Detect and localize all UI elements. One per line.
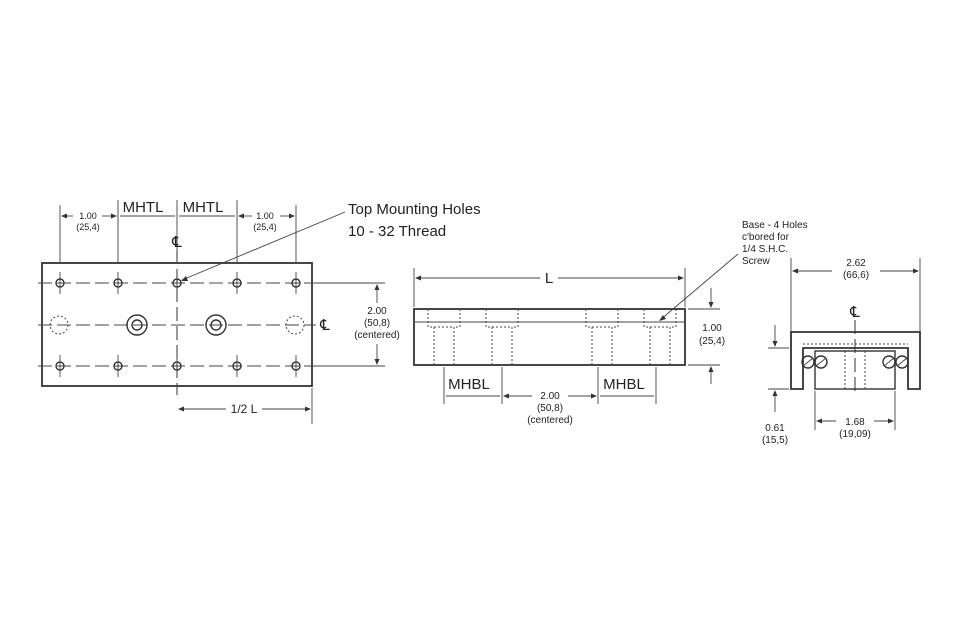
top-holes-callout-line1: Top Mounting Holes [348, 201, 481, 218]
mhbl-label-2: MHBL [603, 376, 645, 393]
side-view-outline [413, 308, 686, 366]
height-dim-mm: (50,8) [364, 318, 390, 329]
base-holes-callout-line1: Base - 4 Holes [742, 220, 808, 231]
top-holes-callout: Top Mounting Holes 10 - 32 Thread [181, 201, 481, 281]
base-holes-callout-line2: c'bored for [742, 232, 790, 243]
end-height-mm: (15,5) [762, 435, 788, 446]
base-holes-callout-line4: Screw [742, 256, 771, 267]
mhtl-label-1: MHTL [123, 199, 164, 216]
base-holes-callout: Base - 4 Holes c'bored for 1/4 S.H.C. Sc… [659, 220, 808, 321]
dim-right-value: 1.00 [256, 211, 274, 221]
counterbored-holes [49, 314, 305, 336]
side-height-mm: (25,4) [699, 336, 725, 347]
lower-mounting-holes [55, 355, 301, 377]
length-label: L [545, 270, 553, 287]
spacing-dim-note: (centered) [527, 415, 573, 426]
end-inner-value: 1.68 [845, 417, 865, 428]
end-view: 2.62 (66,6) ℄ 0.61 (15,5) 1.68 (19,09) [762, 258, 921, 446]
dim-right-mm: (25,4) [253, 222, 277, 232]
end-width-mm: (66,6) [843, 270, 869, 281]
end-view-profile [790, 331, 921, 390]
height-dim-value: 2.00 [367, 306, 387, 317]
side-view: L 1.00 (25,4) MHBL MHBL 2.00 (50,8) (cen… [413, 268, 725, 426]
end-inner-mm: (19,09) [839, 429, 871, 440]
centerline-symbol-right: ℄ [319, 317, 330, 334]
bearings [801, 355, 909, 369]
dim-left-value: 1.00 [79, 211, 97, 221]
half-length-label: 1/2 L [231, 402, 258, 416]
mhtl-label-2: MHTL [183, 199, 224, 216]
end-width-value: 2.62 [846, 258, 866, 269]
side-height-value: 1.00 [702, 323, 722, 334]
end-height-value: 0.61 [765, 423, 785, 434]
top-holes-callout-line2: 10 - 32 Thread [348, 223, 446, 240]
end-centerline-symbol: ℄ [849, 304, 860, 321]
mhbl-label-1: MHBL [448, 376, 490, 393]
spacing-dim-value: 2.00 [540, 391, 560, 402]
top-view: 1.00 (25,4) MHTL MHTL 1.00 (25,4) ℄ ℄ 2.… [38, 199, 400, 424]
base-holes-callout-line3: 1/4 S.H.C. [742, 244, 788, 255]
upper-mounting-holes [55, 272, 301, 294]
base-holes-hidden [427, 309, 677, 365]
dim-left-mm: (25,4) [76, 222, 100, 232]
centerline-symbol-top: ℄ [171, 234, 182, 251]
height-dim-note: (centered) [354, 330, 400, 341]
spacing-dim-mm: (50,8) [537, 403, 563, 414]
